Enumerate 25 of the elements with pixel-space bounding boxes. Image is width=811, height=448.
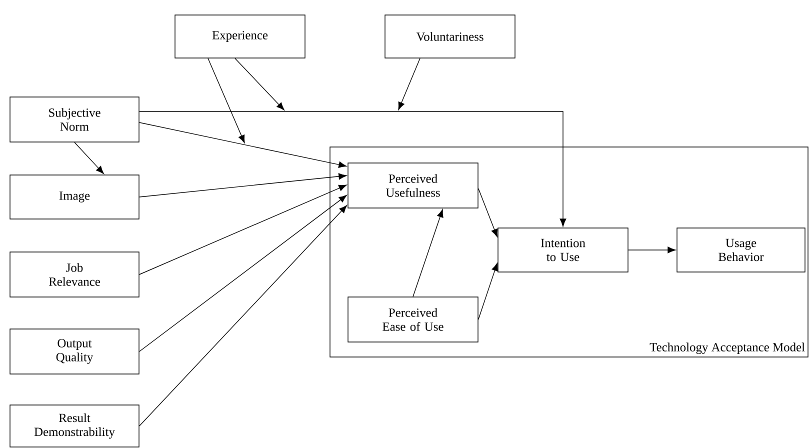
arrow bbox=[139, 194, 347, 352]
concept-box: Result Demonstrability bbox=[10, 404, 140, 448]
concept-box: Experience bbox=[174, 14, 306, 58]
arrow bbox=[478, 188, 498, 238]
concept-box: Job Relevance bbox=[10, 252, 140, 298]
arrow bbox=[412, 209, 444, 297]
concept-box: Image bbox=[10, 174, 140, 220]
concept-box: Voluntariness bbox=[384, 14, 516, 58]
arrow bbox=[398, 58, 420, 110]
concept-box: Subjective Norm bbox=[10, 96, 140, 142]
concept-box: Output Quality bbox=[10, 328, 140, 374]
concept-box: Intention to Use bbox=[498, 228, 628, 272]
arrow bbox=[234, 58, 284, 110]
arrow bbox=[139, 184, 347, 275]
concept-box: Usage Behavior bbox=[676, 228, 806, 272]
arrow bbox=[208, 58, 245, 144]
concept-box: Perceived Usefulness bbox=[348, 162, 478, 208]
arrow bbox=[139, 205, 348, 426]
concept-box: Perceived Ease of Use bbox=[348, 296, 478, 342]
arrow bbox=[139, 173, 347, 198]
arrow bbox=[628, 246, 676, 254]
arrow bbox=[74, 142, 104, 174]
arrow bbox=[478, 262, 498, 320]
arrow bbox=[139, 122, 347, 168]
arrow bbox=[139, 111, 566, 227]
